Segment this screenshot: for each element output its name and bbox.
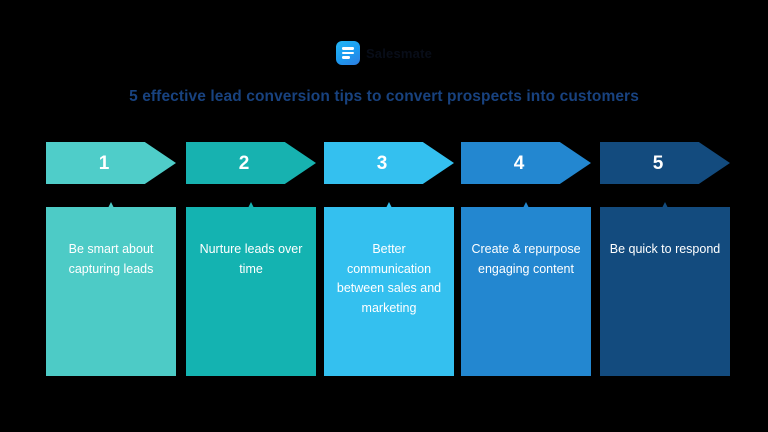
step-column-1: 1 Be smart about capturing leads — [46, 142, 176, 376]
step-card-1: Be smart about capturing leads — [46, 207, 176, 376]
step-text-1: Be smart about capturing leads — [68, 242, 154, 276]
step-card-5: Be quick to respond — [600, 207, 730, 376]
logo-line-2 — [341, 51, 354, 55]
step-notch-3 — [385, 202, 393, 210]
brand-name: Salesmate — [365, 45, 433, 61]
step-card-2: Nurture leads over time — [186, 207, 316, 376]
step-notch-5 — [661, 202, 669, 210]
step-column-2: 2 Nurture leads over time — [186, 142, 316, 376]
step-number-3: 3 — [376, 152, 388, 174]
step-column-3: 3 Better communication between sales and… — [324, 142, 454, 376]
step-number-1: 1 — [98, 152, 110, 174]
step-arrow-2: 2 — [186, 142, 316, 184]
step-notch-1 — [107, 202, 115, 210]
step-notch-2 — [247, 202, 255, 210]
brand-lockup: Salesmate — [0, 40, 768, 66]
step-text-2: Nurture leads over time — [199, 242, 303, 276]
page-title: 5 effective lead conversion tips to conv… — [129, 88, 639, 105]
step-number-2: 2 — [238, 152, 250, 174]
step-text-5: Be quick to respond — [609, 242, 721, 256]
step-card-4: Create & repurpose engaging content — [461, 207, 591, 376]
step-arrow-3: 3 — [324, 142, 454, 184]
step-column-4: 4 Create & repurpose engaging content — [461, 142, 591, 376]
step-text-4: Create & repurpose engaging content — [471, 242, 581, 276]
step-notch-4 — [522, 202, 530, 210]
logo-line-1 — [341, 47, 354, 50]
logo-line-3 — [341, 56, 350, 59]
step-card-3: Better communication between sales and m… — [324, 207, 454, 376]
document-lines-icon — [335, 41, 360, 65]
step-arrow-5: 5 — [600, 142, 730, 184]
step-arrow-1: 1 — [46, 142, 176, 184]
step-arrow-4: 4 — [461, 142, 591, 184]
step-column-5: 5 Be quick to respond — [600, 142, 730, 376]
step-number-5: 5 — [652, 152, 664, 174]
step-number-4: 4 — [513, 152, 525, 174]
step-text-3: Better communication between sales and m… — [336, 242, 442, 315]
